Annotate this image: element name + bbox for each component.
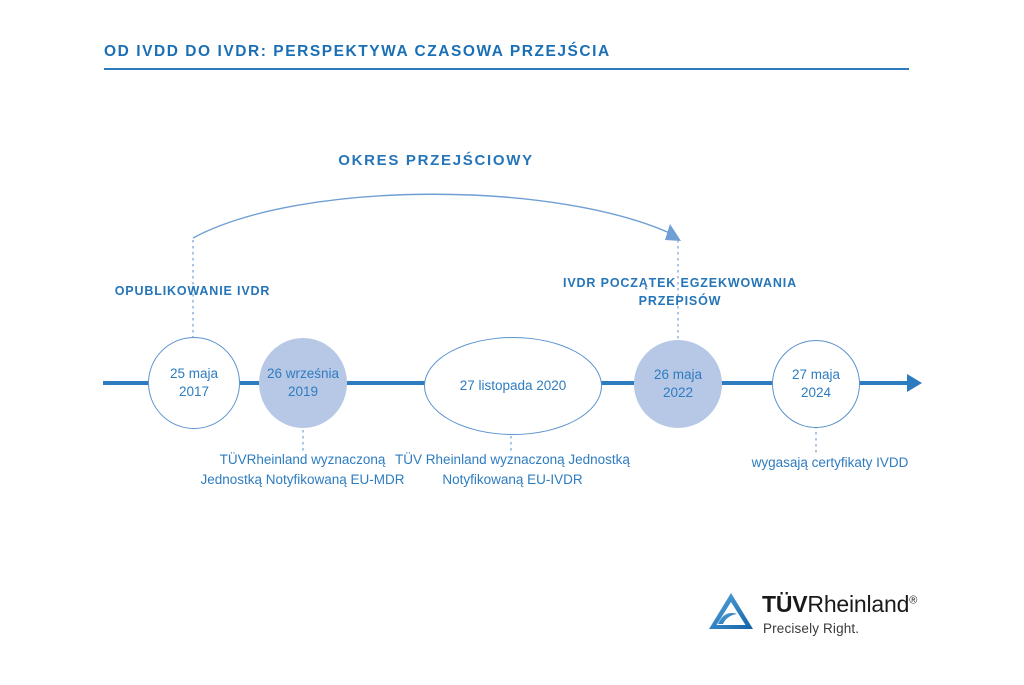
tuv-tagline: Precisely Right. xyxy=(763,621,860,636)
timeline-node-2024-label: 27 maja 2024 xyxy=(791,366,841,400)
timeline-node-2022[interactable]: 26 maja 2022 xyxy=(634,340,722,428)
transition-period-arrowhead xyxy=(665,224,681,241)
registered-trademark-icon: ® xyxy=(909,594,918,607)
tuv-triangle-icon xyxy=(709,593,753,629)
tuv-wordmark-bold: TÜV xyxy=(762,591,808,617)
timeline-node-2024[interactable]: 27 maja 2024 xyxy=(772,340,860,428)
transition-period-label: OKRES PRZEJŚCIOWY xyxy=(338,152,534,169)
timeline-node-2019[interactable]: 26 września 2019 xyxy=(259,338,347,428)
tuv-wordmark: TÜVRheinland® xyxy=(762,591,917,618)
caption-eu-mdr: TÜVRheinland wyznaczoną Jednostką Notyfi… xyxy=(200,452,405,487)
timeline-node-2020-label: 27 listopada 2020 xyxy=(459,377,567,393)
caption-ivdd-expiry: wygasają certyfikaty IVDD xyxy=(751,455,909,470)
title-underline xyxy=(104,68,909,70)
tuv-rheinland-logo: TÜVRheinland® Precisely Right. xyxy=(706,590,921,645)
tuv-wordmark-light: Rheinland xyxy=(807,591,910,617)
timeline-node-2019-label: 26 września 2019 xyxy=(266,365,340,399)
transition-period-arc xyxy=(192,193,677,239)
timeline-arrowhead xyxy=(907,374,922,392)
caption-eu-ivdr: TÜV Rheinland wyznaczoną Jednostką Notyf… xyxy=(395,452,630,487)
timeline-node-2020[interactable]: 27 listopada 2020 xyxy=(424,337,602,435)
callout-ivdr-published: OPUBLIKOWANIE IVDR xyxy=(114,284,271,298)
callout-ivdr-enforcement: IVDR POCZĄTEK EGZEKWOWANIA PRZEPISÓW xyxy=(563,276,797,308)
timeline-node-2017[interactable]: 25 maja 2017 xyxy=(148,337,240,429)
page-title: OD IVDD DO IVDR: PERSPEKTYWA CZASOWA PRZ… xyxy=(104,43,611,60)
timeline-node-2017-label: 25 maja 2017 xyxy=(169,365,219,399)
timeline-node-2022-label: 26 maja 2022 xyxy=(653,366,703,400)
